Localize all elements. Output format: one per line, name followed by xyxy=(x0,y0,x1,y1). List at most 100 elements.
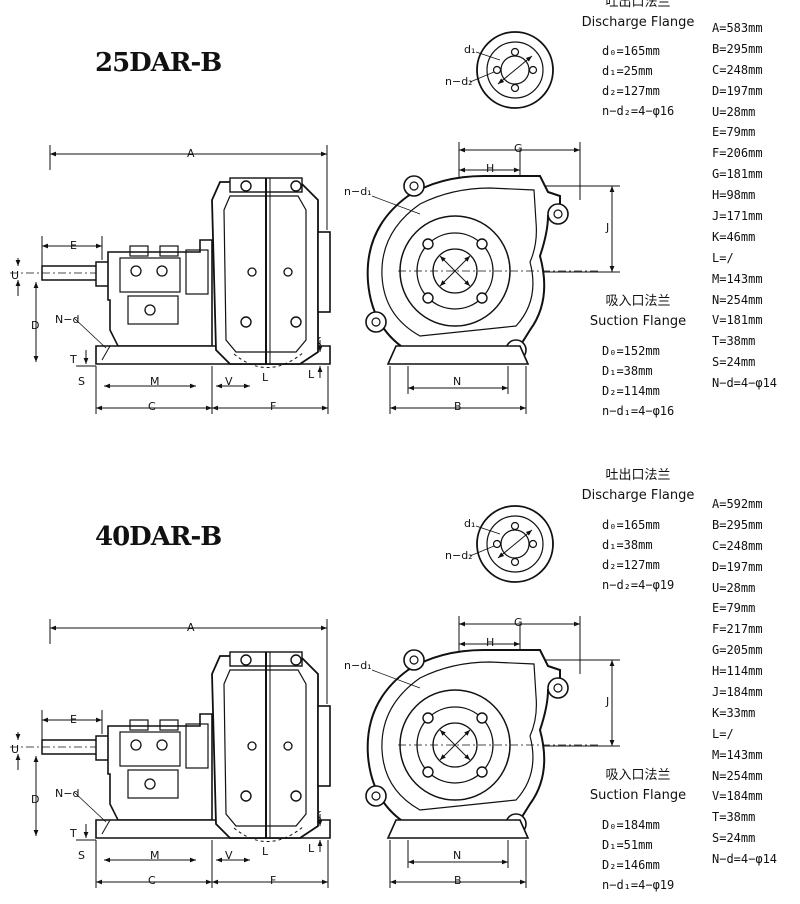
suction-flange-en: Suction Flange xyxy=(589,314,687,329)
spec-line: D₀=152mm xyxy=(602,344,660,358)
spec-line: n−d₂=4−φ19 xyxy=(602,578,675,592)
dimension-row: G=181mm xyxy=(712,167,763,182)
dimension-row: U=28mm xyxy=(712,104,756,119)
dim-label-n: N xyxy=(453,375,462,388)
dimension-row: M=143mm xyxy=(712,747,763,762)
dimension-row: T=38mm xyxy=(712,810,756,825)
suction-flange-cn: 吸入口法兰 xyxy=(605,294,671,309)
dim-label-l: L xyxy=(262,845,269,858)
front-view xyxy=(366,142,620,414)
dimension-row: E=79mm xyxy=(712,125,756,140)
suction-flange-heading: 吸入口法兰 Suction Flange xyxy=(568,766,708,806)
dim-label-d: D xyxy=(31,319,40,332)
dim-label-h: H xyxy=(486,162,495,175)
dim-label-nd: N−d xyxy=(55,313,80,326)
spec-line: d₁=25mm xyxy=(602,64,653,78)
dim-label-g: G xyxy=(514,142,523,155)
spec-line: D₁=51mm xyxy=(602,838,653,852)
pump-model-title: 40DAR-B xyxy=(95,522,222,552)
dimension-row: N=254mm xyxy=(712,292,763,307)
dim-label-d: D xyxy=(31,793,40,806)
dimension-row: L=/ xyxy=(712,250,734,265)
suction-flange-cn: 吸入口法兰 xyxy=(605,768,671,783)
dimension-row: D=197mm xyxy=(712,83,763,98)
dim-label-m: M xyxy=(150,849,160,862)
dim-label-d1: d₁ xyxy=(464,517,476,530)
spec-line: n−d₂=4−φ16 xyxy=(602,104,675,118)
dimension-table: A=583mm B=295mm C=248mm D=197mm U=28mm E… xyxy=(712,18,777,394)
spec-line: d₂=127mm xyxy=(602,558,660,572)
dim-label-nd1: n−d₁ xyxy=(344,185,372,198)
dim-label-h: H xyxy=(486,636,495,649)
dimension-row: J=184mm xyxy=(712,685,763,700)
dimension-row: U=28mm xyxy=(712,580,756,595)
spec-line: n−d₁=4−φ19 xyxy=(602,878,675,892)
discharge-flange-en: Discharge Flange xyxy=(581,15,695,30)
dim-label-b: B xyxy=(454,400,462,413)
spec-line: n−d₁=4−φ16 xyxy=(602,404,675,418)
suction-flange-heading: 吸入口法兰 Suction Flange xyxy=(568,292,708,332)
dimension-row: N−d=4−φ14 xyxy=(712,376,778,391)
dimension-row: H=114mm xyxy=(712,664,763,679)
dim-label-c: C xyxy=(148,874,156,887)
dimension-row: F=206mm xyxy=(712,146,763,161)
dimension-row: A=583mm xyxy=(712,21,763,35)
dimension-row: H=98mm xyxy=(712,188,756,203)
suction-flange-specs: D₀=184mm D₁=51mm D₂=146mm n−d₁=4−φ19 xyxy=(602,815,674,895)
dim-label-nd1: n−d₁ xyxy=(344,659,372,672)
dim-label-u: U xyxy=(11,743,20,756)
discharge-flange-cn: 吐出口法兰 xyxy=(605,468,671,483)
dimension-row: V=184mm xyxy=(712,789,763,804)
dimension-row: K=33mm xyxy=(712,705,756,720)
pump-model-title: 25DAR-B xyxy=(95,48,222,78)
dimension-row: T=38mm xyxy=(712,334,756,349)
dimension-row: N−d=4−φ14 xyxy=(712,852,778,867)
dim-label-c: C xyxy=(148,400,156,413)
dim-label-nd2: n−d₂ xyxy=(445,75,473,88)
dim-label-g: G xyxy=(514,616,523,629)
dim-label-d1: d₁ xyxy=(464,43,476,56)
dimension-row: K=46mm xyxy=(712,229,756,244)
suction-flange-specs: D₀=152mm D₁=38mm D₂=114mm n−d₁=4−φ16 xyxy=(602,341,674,421)
dimension-row: S=24mm xyxy=(712,355,756,370)
dim-label-s: S xyxy=(78,849,85,862)
dimension-row: B=295mm xyxy=(712,517,763,532)
dimension-table: A=592mm B=295mm C=248mm D=197mm U=28mm E… xyxy=(712,494,777,870)
dim-label-nd2: n−d₂ xyxy=(445,549,473,562)
dim-label-m: M xyxy=(150,375,160,388)
spec-line: D₀=184mm xyxy=(602,818,660,832)
dimension-row: M=143mm xyxy=(712,271,763,286)
dim-label-t: T xyxy=(70,353,77,366)
dim-label-s: S xyxy=(78,375,85,388)
discharge-flange-heading: 吐出口法兰 Discharge Flange xyxy=(568,0,708,33)
spec-line: D₂=114mm xyxy=(602,384,660,398)
side-elevation-view xyxy=(10,619,330,888)
discharge-flange-specs: d₀=165mm d₁=38mm d₂=127mm n−d₂=4−φ19 xyxy=(602,515,674,595)
discharge-flange-view xyxy=(470,506,553,582)
spec-line: D₁=38mm xyxy=(602,364,653,378)
dim-label-nd: N−d xyxy=(55,787,80,800)
dimension-row: C=248mm xyxy=(712,538,763,553)
discharge-flange-en: Discharge Flange xyxy=(581,488,695,503)
dimension-row: S=24mm xyxy=(712,831,756,846)
spec-line: d₀=165mm xyxy=(602,44,660,58)
front-view xyxy=(366,616,620,888)
dim-label-f: F xyxy=(270,400,277,413)
side-elevation-view xyxy=(10,145,330,414)
dim-label-n: N xyxy=(453,849,462,862)
dim-label-v: V xyxy=(225,375,233,388)
dimension-row: F=217mm xyxy=(712,622,763,637)
spec-line: d₀=165mm xyxy=(602,518,660,532)
suction-flange-en: Suction Flange xyxy=(589,788,687,803)
dimension-row: J=171mm xyxy=(712,209,763,224)
dim-label-j: J xyxy=(606,221,610,234)
dim-label-v: V xyxy=(225,849,233,862)
dim-label-l: L xyxy=(262,371,269,384)
dimension-row: G=205mm xyxy=(712,643,763,658)
dim-label-u: U xyxy=(11,269,20,282)
dim-label-j: J xyxy=(606,695,610,708)
dimension-row: C=248mm xyxy=(712,62,763,77)
dimension-row: L=/ xyxy=(712,726,734,741)
spec-line: d₂=127mm xyxy=(602,84,660,98)
